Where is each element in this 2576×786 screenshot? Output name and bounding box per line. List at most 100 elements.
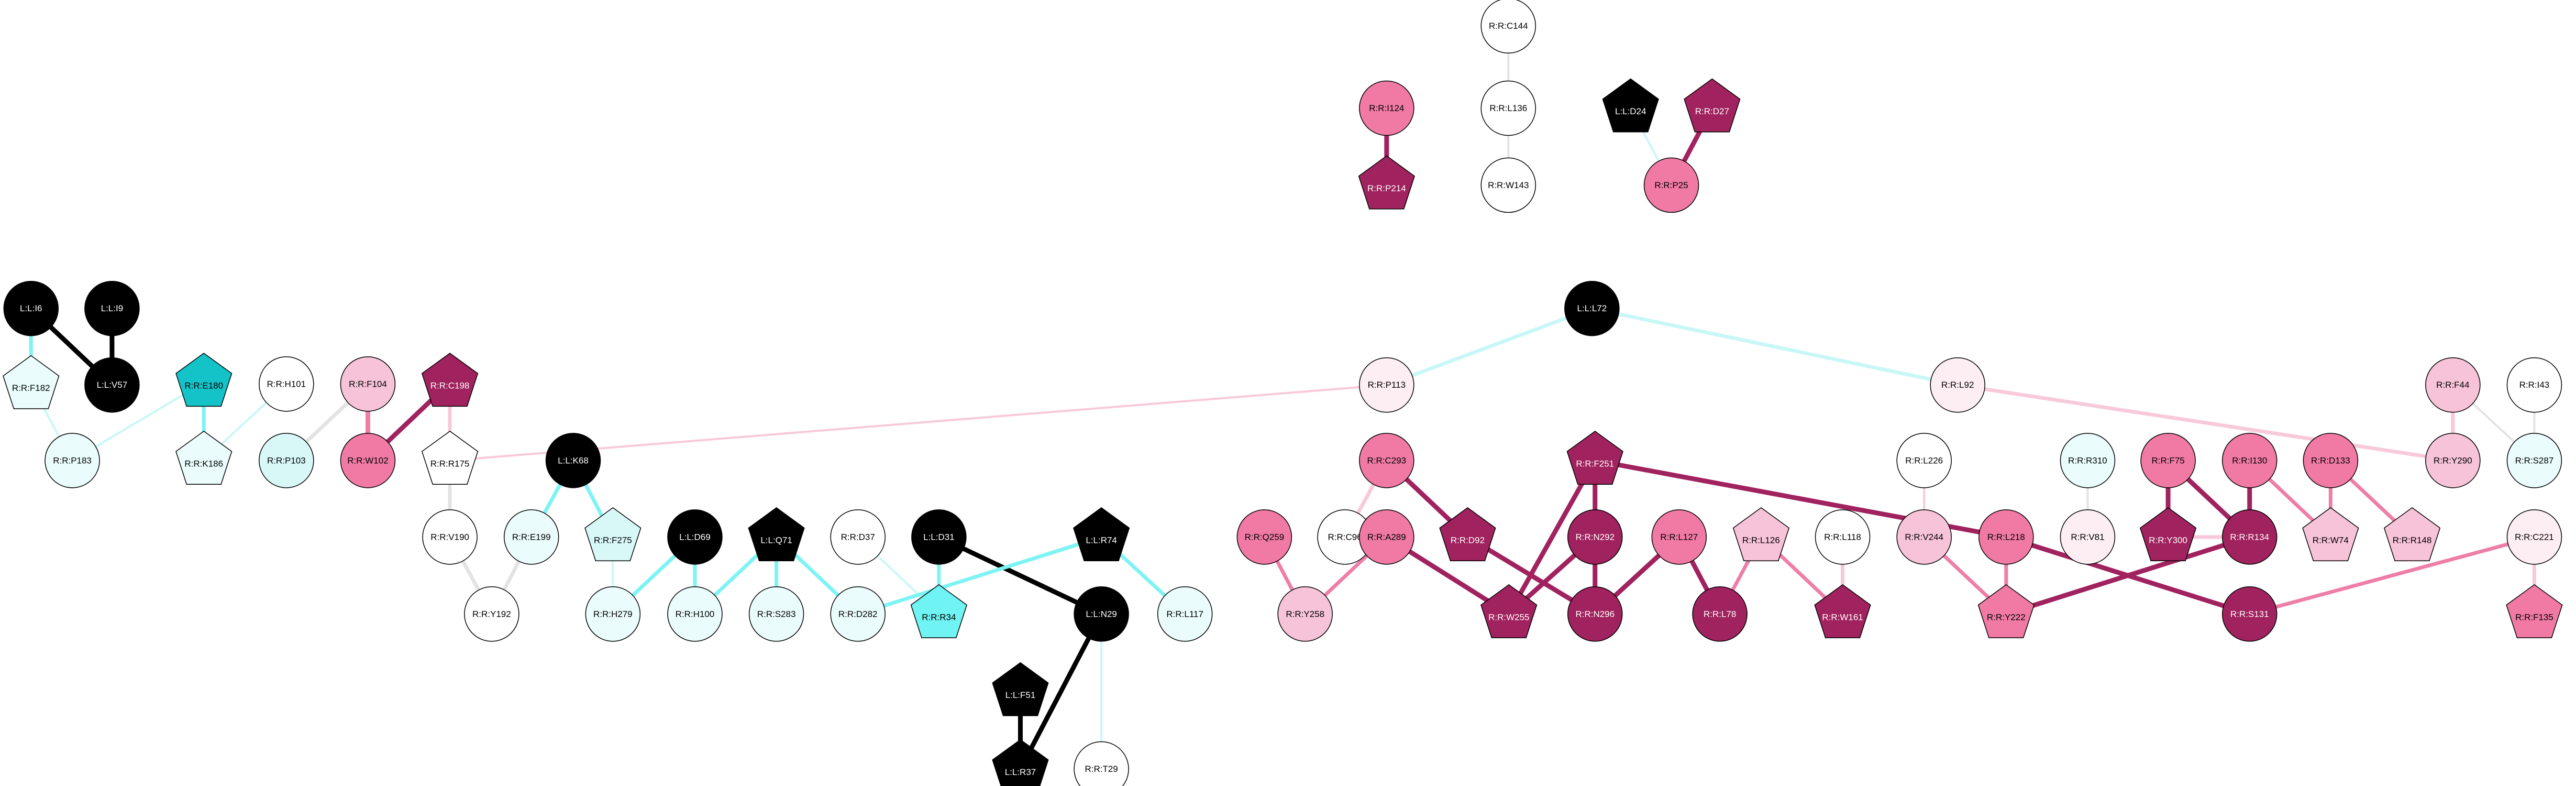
node-RL136[interactable]: R:R:L136 xyxy=(1480,80,1536,136)
node-RF182[interactable]: R:R:F182 xyxy=(3,355,60,409)
node-label: L:L:D24 xyxy=(1615,106,1646,116)
node-RL117[interactable]: R:R:L117 xyxy=(1157,586,1213,642)
node-RP214[interactable]: R:R:P214 xyxy=(1358,155,1415,210)
node-RQ259[interactable]: R:R:Q259 xyxy=(1236,509,1292,565)
node-LD24[interactable]: L:L:D24 xyxy=(1602,78,1659,133)
node-label: R:R:V244 xyxy=(1905,532,1943,542)
node-RA289[interactable]: R:R:A289 xyxy=(1359,509,1414,565)
node-LR74[interactable]: L:L:R74 xyxy=(1073,507,1130,561)
node-RF275[interactable]: R:R:F275 xyxy=(584,507,642,561)
node-LL9[interactable]: L:L:I9 xyxy=(84,280,140,336)
node-shape xyxy=(1157,586,1213,642)
node-RL92[interactable]: R:R:L92 xyxy=(1930,357,1985,413)
node-RF75[interactable]: R:R:F75 xyxy=(2140,433,2196,488)
node-RD37[interactable]: R:R:D37 xyxy=(830,509,886,565)
node-LL6[interactable]: L:L:I6 xyxy=(3,280,59,336)
node-LL72[interactable]: L:L:L72 xyxy=(1564,280,1620,336)
node-RV244[interactable]: R:R:V244 xyxy=(1896,509,1952,565)
node-shape xyxy=(2302,507,2359,561)
node-RW255[interactable]: R:R:W255 xyxy=(1480,584,1538,638)
node-RE199[interactable]: R:R:E199 xyxy=(503,509,559,565)
node-RI124[interactable]: R:R:I124 xyxy=(1359,80,1414,136)
node-RE180[interactable]: R:R:E180 xyxy=(175,353,233,407)
node-RI130[interactable]: R:R:I130 xyxy=(2221,433,2278,488)
node-RI43[interactable]: R:R:I43 xyxy=(2506,357,2562,413)
node-RC198[interactable]: R:R:C198 xyxy=(421,353,479,407)
node-shape xyxy=(1814,584,1871,638)
node-RR310[interactable]: R:R:R310 xyxy=(2060,433,2116,488)
node-shape xyxy=(1480,80,1536,136)
node-RT29[interactable]: R:R:T29 xyxy=(1074,741,1129,786)
node-RL118[interactable]: R:R:L118 xyxy=(1815,509,1871,565)
node-RP183[interactable]: R:R:P183 xyxy=(45,433,100,488)
node-shape xyxy=(1692,586,1748,642)
node-RP113[interactable]: R:R:P113 xyxy=(1359,357,1414,413)
node-shape xyxy=(1977,584,2035,638)
node-LD69[interactable]: L:L:D69 xyxy=(667,509,723,565)
node-RD92[interactable]: R:R:D92 xyxy=(1439,507,1496,561)
node-RC293[interactable]: R:R:C293 xyxy=(1359,433,1414,488)
node-LQ71[interactable]: L:L:Q71 xyxy=(748,507,805,561)
node-RY258[interactable]: R:R:Y258 xyxy=(1277,586,1333,642)
node-RN296[interactable]: R:R:N296 xyxy=(1567,586,1623,642)
node-label: R:R:I124 xyxy=(1369,103,1404,113)
node-RV81[interactable]: R:R:V81 xyxy=(2060,509,2116,565)
edge-RC221-RS131 xyxy=(2248,535,2536,616)
node-LR37[interactable]: L:L:R37 xyxy=(992,739,1049,786)
node-RC221[interactable]: R:R:C221 xyxy=(2506,509,2562,565)
node-RF104[interactable]: R:R:F104 xyxy=(340,356,396,412)
node-RL78[interactable]: R:R:L78 xyxy=(1692,586,1748,642)
node-label: L:L:Q71 xyxy=(760,535,792,545)
node-RC144[interactable]: R:R:C144 xyxy=(1480,0,1536,54)
node-RS287[interactable]: R:R:S287 xyxy=(2506,433,2562,488)
node-RR34[interactable]: R:R:R34 xyxy=(910,584,967,638)
node-shape xyxy=(1359,80,1414,136)
node-RL127[interactable]: R:R:L127 xyxy=(1651,509,1707,565)
node-LD31[interactable]: L:L:D31 xyxy=(911,509,967,565)
node-RN292[interactable]: R:R:N292 xyxy=(1567,509,1623,565)
node-RF135[interactable]: R:R:F135 xyxy=(2506,584,2563,638)
node-shape xyxy=(2060,509,2116,565)
node-RW143[interactable]: R:R:W143 xyxy=(1480,157,1536,213)
node-label: R:R:L127 xyxy=(1660,532,1698,542)
node-LF51[interactable]: L:L:F51 xyxy=(992,662,1049,716)
node-RY300[interactable]: R:R:Y300 xyxy=(2139,507,2197,561)
node-RR134[interactable]: R:R:R134 xyxy=(2221,509,2278,565)
node-RD282[interactable]: R:R:D282 xyxy=(830,586,886,642)
node-RV190[interactable]: R:R:V190 xyxy=(422,509,478,565)
node-label: R:R:R134 xyxy=(2230,532,2269,542)
node-label: R:R:F75 xyxy=(2151,455,2184,465)
node-RR148[interactable]: R:R:R148 xyxy=(2383,507,2441,561)
node-RD27[interactable]: R:R:D27 xyxy=(1684,78,1741,133)
node-RP103[interactable]: R:R:P103 xyxy=(259,433,314,488)
node-label: R:R:F135 xyxy=(2515,612,2553,622)
node-RL126[interactable]: R:R:L126 xyxy=(1732,507,1790,561)
node-RY192[interactable]: R:R:Y192 xyxy=(464,586,519,642)
node-label: R:R:C144 xyxy=(1489,21,1528,31)
node-RS283[interactable]: R:R:S283 xyxy=(748,586,804,642)
node-RL226[interactable]: R:R:L226 xyxy=(1896,433,1952,488)
node-RC96[interactable]: R:R:C96 xyxy=(1317,509,1373,565)
node-RH279[interactable]: R:R:H279 xyxy=(585,586,641,642)
node-RH101[interactable]: R:R:H101 xyxy=(259,356,314,412)
node-RH100[interactable]: R:R:H100 xyxy=(667,586,723,642)
node-RF44[interactable]: R:R:F44 xyxy=(2425,357,2481,413)
node-RS131[interactable]: R:R:S131 xyxy=(2221,586,2278,642)
node-RR175[interactable]: R:R:R175 xyxy=(421,430,479,485)
node-LN29[interactable]: L:L:N29 xyxy=(1074,586,1129,642)
node-LK68[interactable]: L:L:K68 xyxy=(545,433,601,488)
node-RD133[interactable]: R:R:D133 xyxy=(2303,433,2359,488)
node-RF251[interactable]: R:R:F251 xyxy=(1566,430,1623,485)
node-RY290[interactable]: R:R:Y290 xyxy=(2425,433,2481,488)
edge-RF251-RW255 xyxy=(1506,458,1598,617)
node-LLV57[interactable]: L:L:V57 xyxy=(84,357,140,413)
node-label: R:R:N292 xyxy=(1575,532,1615,542)
node-RP25[interactable]: R:R:P25 xyxy=(1643,157,1699,213)
node-RY222[interactable]: R:R:Y222 xyxy=(1977,584,2035,638)
node-RL218[interactable]: R:R:L218 xyxy=(1978,509,2034,565)
node-RK186[interactable]: R:R:K186 xyxy=(175,430,233,485)
node-RW74[interactable]: R:R:W74 xyxy=(2302,507,2359,561)
node-RW161[interactable]: R:R:W161 xyxy=(1814,584,1871,638)
node-RW102[interactable]: R:R:W102 xyxy=(340,433,396,488)
